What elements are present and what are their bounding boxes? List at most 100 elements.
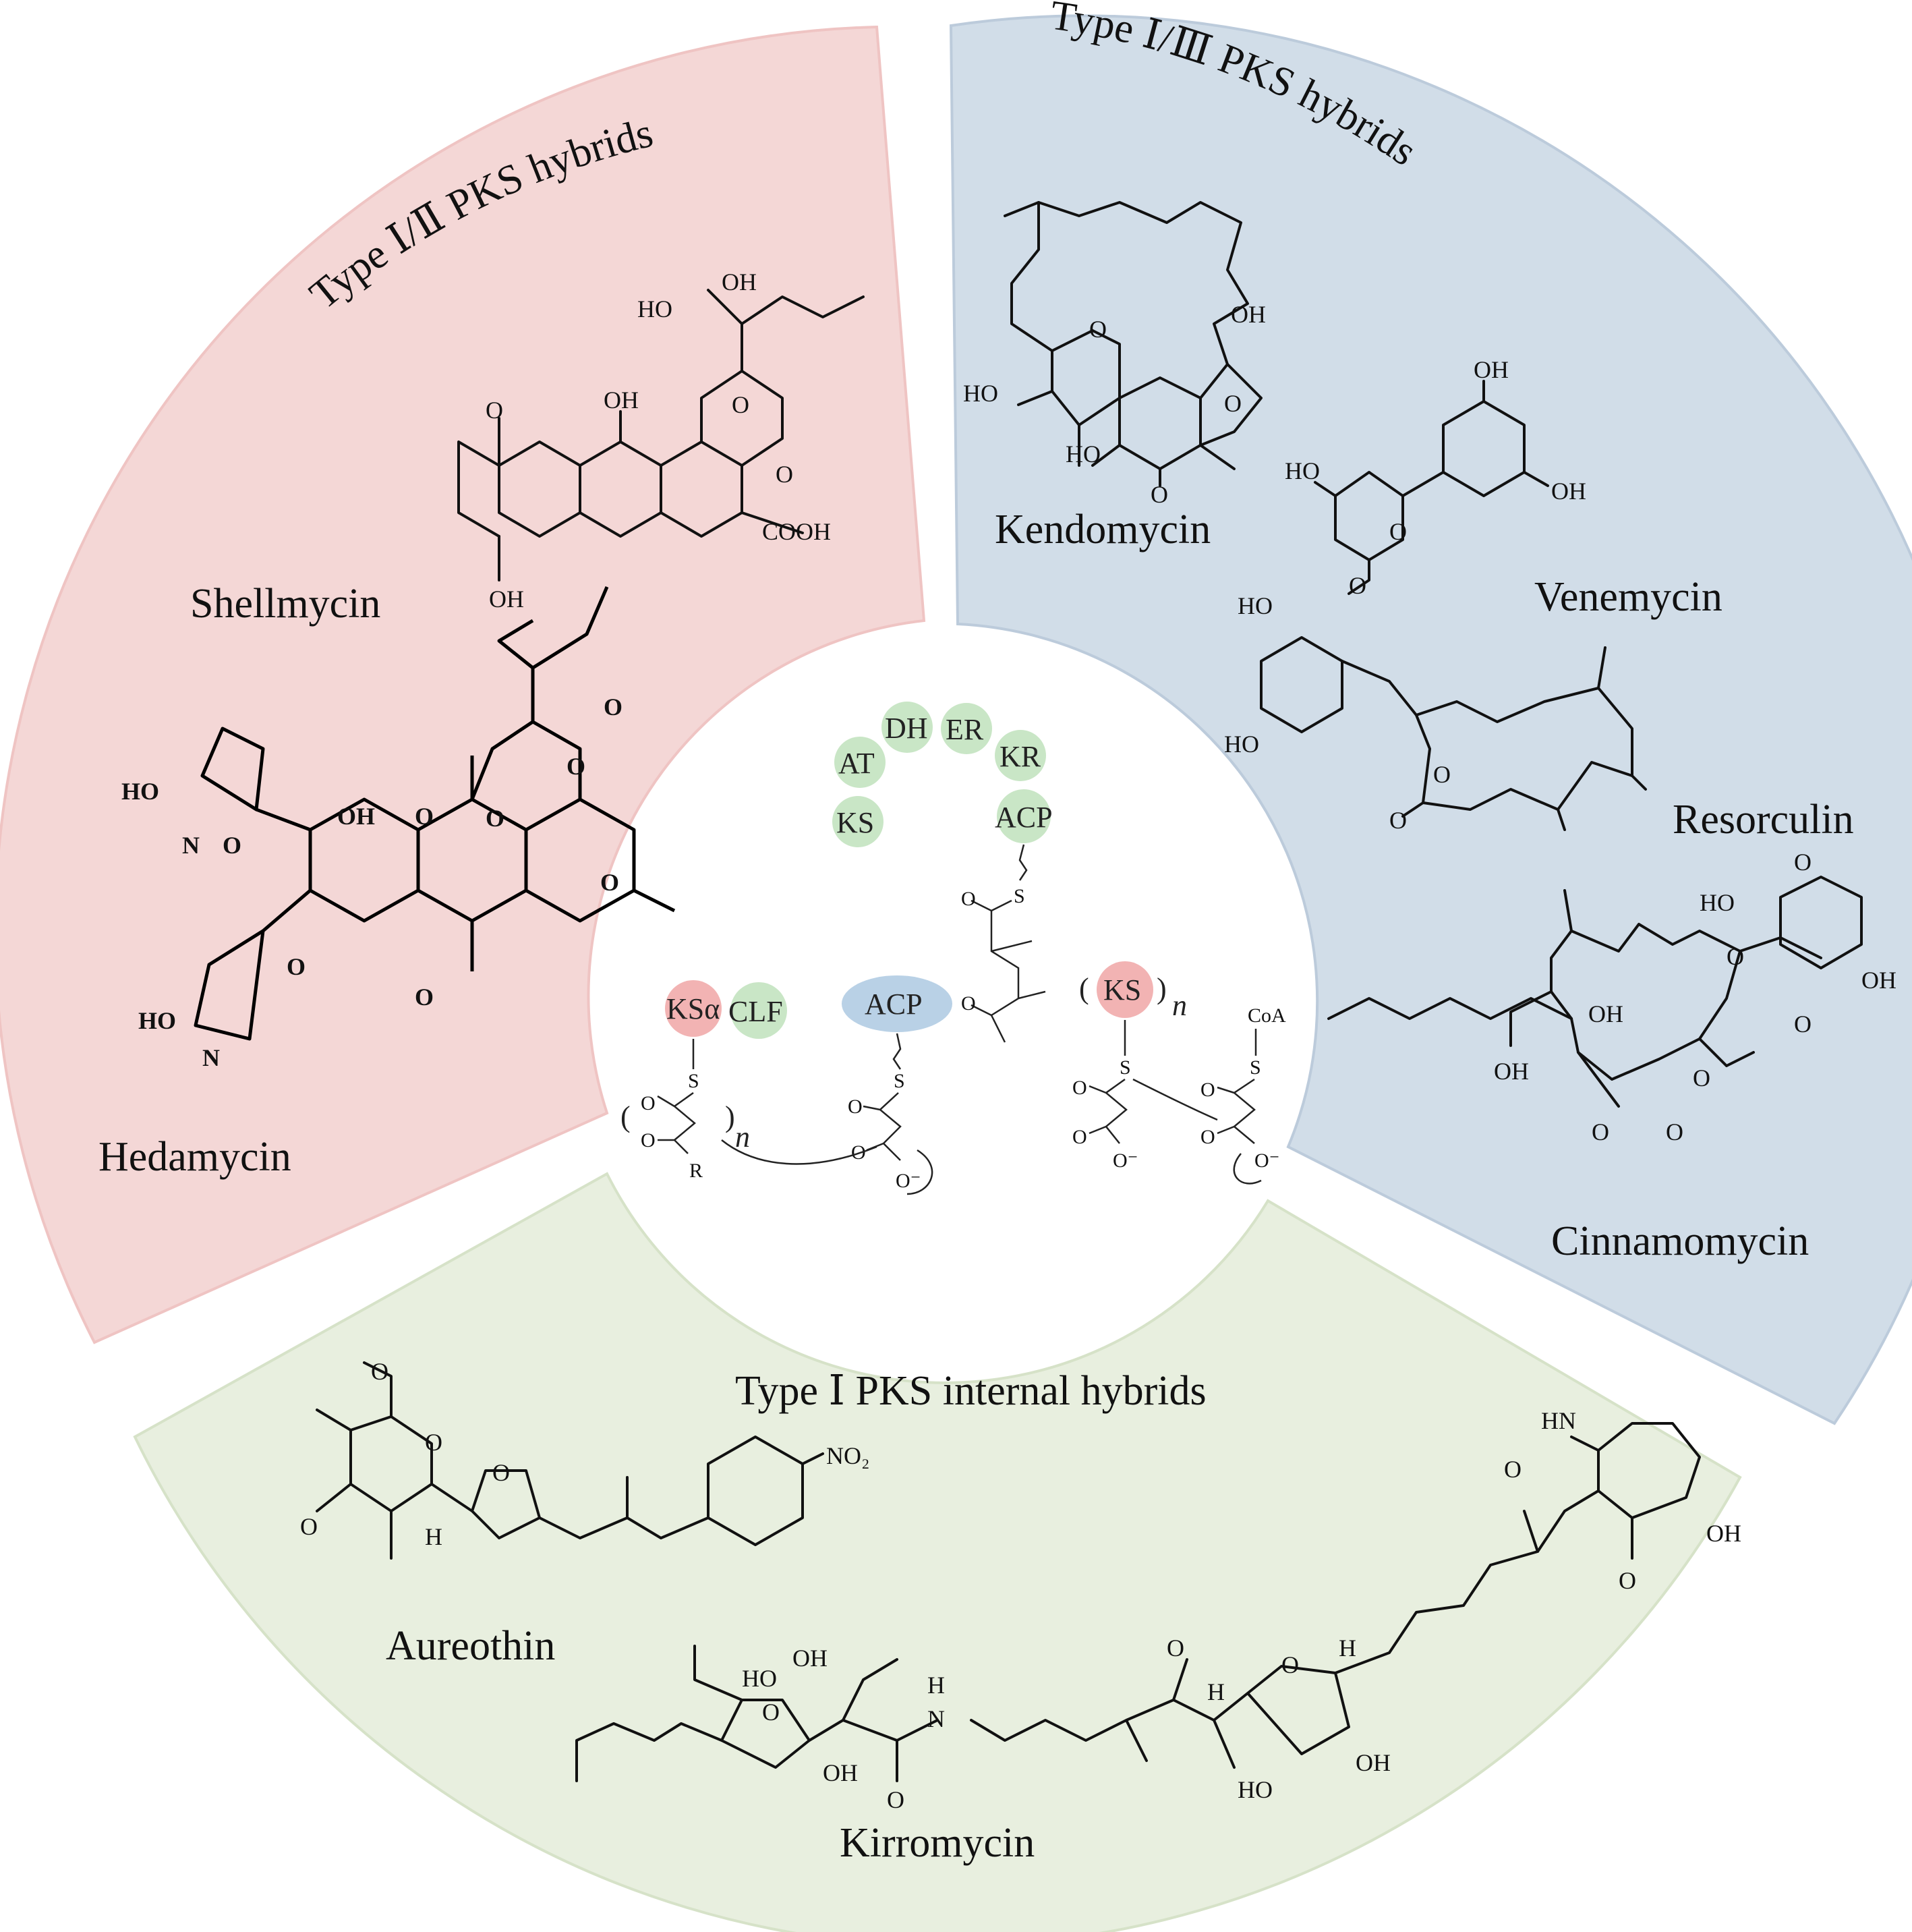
label-cinnamomycin: Cinnamomycin [1551,1218,1809,1264]
atom-o: O [415,803,434,830]
atom-oh: OH [1494,1058,1529,1085]
atom-ho: HO [138,1007,176,1034]
center-mechanism: KS AT DH ER KR ACP S O O KSα [620,702,1286,1195]
atom-o: O [1504,1456,1522,1483]
atom-ho: HO [1238,592,1273,619]
atom-o: O [1281,1651,1299,1678]
atom-oh: OH [1356,1749,1391,1776]
atom-n: N [182,832,200,859]
domain-acp-type2: ACP [842,975,952,1032]
atom-o: O [851,1141,866,1164]
label-resorculin: Resorculin [1673,797,1854,843]
atom-o: O [1389,518,1407,545]
atom-o: O [848,1096,863,1118]
domain-at: AT [834,737,886,788]
sector-type-1-internal [133,1172,1742,1932]
atom-oh: OH [1861,967,1896,994]
atom-o-minus: O⁻ [1254,1149,1280,1172]
svg-text:CLF: CLF [728,995,783,1028]
label-aureothin: Aureothin [386,1623,555,1669]
atom-o: O [1072,1077,1087,1099]
structure-aureothin: O O O H O NO₂ [300,1358,870,1560]
atom-oh: OH [823,1759,858,1786]
atom-o: O [1666,1118,1683,1145]
atom-o: O [887,1786,904,1813]
atom-o: O [1727,943,1744,970]
domain-ks-alpha: KSα [665,980,722,1037]
svg-text:DH: DH [885,712,928,745]
atom-o: O [415,984,434,1011]
atom-o: O [1619,1567,1636,1594]
atom-o: O [300,1513,318,1540]
atom-o: O [425,1429,442,1456]
atom-ho: HO [1238,1776,1273,1803]
sector-type-1-2 [0,25,926,1344]
atom-o: O [371,1358,388,1385]
atom-no2: NO₂ [826,1442,870,1469]
atom-oh: OH [337,803,375,830]
atom-h: H [927,1672,945,1699]
domain-kr: KR [995,730,1046,781]
svg-text:ACP: ACP [865,988,923,1021]
atom-oh: OH [1231,301,1266,328]
atom-o: O [1389,807,1407,834]
atom-o: O [486,805,504,832]
svg-text:KS: KS [1103,973,1141,1006]
atom-oh: OH [1551,478,1586,505]
label-shellmycin: Shellmycin [190,581,380,627]
atom-o: O [1224,390,1242,417]
bracket-close: ) [1157,972,1167,1005]
atom-oh: OH [1474,356,1509,383]
atom-o: O [600,869,619,896]
atom-oh: OH [604,387,639,414]
bracket-open: ( [620,1100,631,1133]
atom-o: O [223,832,241,859]
bracket-close: ) [725,1100,735,1133]
structure-resorculin: HO HO O O [1224,592,1647,834]
atom-o: O [1200,1126,1215,1148]
structure-hedamycin: OH O O O O HO N O HO N O O O [121,586,676,1071]
atom-o: O [486,397,503,424]
structure-venemycin: OH OH HO O O [1285,356,1586,599]
atom-o: O [961,992,976,1015]
atom-ho: HO [1285,457,1320,484]
atom-ho: HO [637,295,672,322]
coa-label: CoA [1248,1004,1286,1027]
label-venemycin: Venemycin [1534,574,1722,620]
atom-oh: OH [1588,1000,1623,1027]
label-kirromycin: Kirromycin [840,1820,1035,1866]
domain-dh: DH [881,702,933,753]
atom-o: O [1433,761,1451,788]
atom-ho: HO [121,778,159,805]
domain-er: ER [941,703,992,754]
sector-type-1-3 [949,14,1912,1425]
atom-hn: HN [1541,1407,1576,1434]
atom-h: H [1207,1678,1225,1705]
atom-n: N [202,1044,220,1071]
atom-o: O [492,1459,510,1486]
atom-o: O [1200,1079,1215,1101]
atom-o: O [641,1092,656,1114]
atom-o: O [732,391,749,418]
atom-o-minus: O⁻ [1113,1149,1138,1172]
svg-text:KS: KS [836,806,874,839]
atom-o: O [1693,1064,1710,1091]
atom-o: O [1794,849,1812,876]
atom-o: O [287,953,306,980]
structure-cinnamomycin: HO O OH O O OH OH O O O [1327,849,1896,1145]
repeat-n: n [1172,989,1187,1022]
structure-kendomycin: O HO HO O O OH [963,201,1266,508]
atom-ho: HO [1224,731,1259,758]
atom-o: O [641,1129,656,1152]
svg-text:KR: KR [1000,740,1041,773]
domain-ks-type3: KS [1097,961,1153,1018]
atom-oh: OH [722,268,757,295]
atom-h: H [1339,1635,1356,1661]
atom-o: O [1072,1126,1087,1148]
structure-shellmycin: O OH O O COOH OH HO OH [457,268,865,613]
atom-o: O [1089,316,1107,343]
structure-kirromycin: HO OH O OH O H N O H O H HO OH HN O OH O [575,1407,1741,1813]
atom-o: O [776,461,793,488]
sulfur-atom: S [1014,885,1025,907]
atom-ho: HO [1700,889,1735,916]
